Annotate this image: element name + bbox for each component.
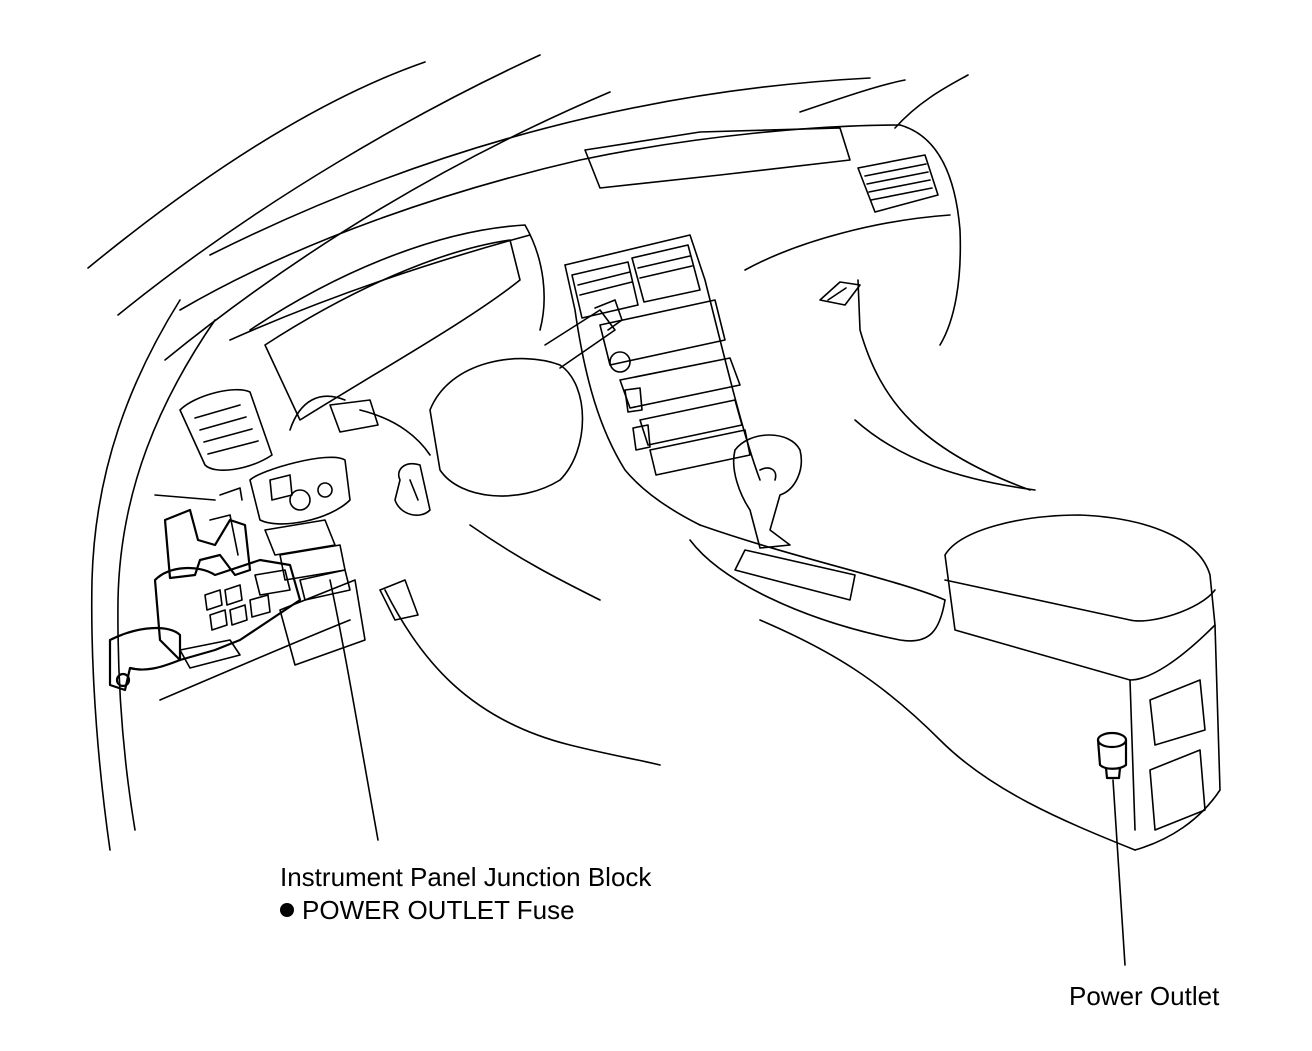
shifter-console — [689, 434, 946, 642]
power-outlet-socket — [1096, 731, 1128, 780]
fuse-label-row: POWER OUTLET Fuse — [280, 897, 575, 923]
bullet-dot-icon — [280, 903, 294, 917]
leader-lines — [329, 579, 1126, 966]
right-air-vent — [857, 154, 939, 213]
leader-junction-block — [329, 579, 379, 841]
junction-block-label: Instrument Panel Junction Block — [280, 862, 652, 892]
junction-block — [108, 487, 351, 692]
floor-lines — [159, 419, 1036, 766]
left-air-vent — [179, 388, 273, 471]
glovebox — [744, 214, 1031, 491]
dashboard-top — [179, 124, 962, 346]
center-stack — [564, 234, 761, 526]
armrest — [759, 514, 1221, 851]
leader-power-outlet — [1112, 779, 1126, 966]
fuse-label: POWER OUTLET Fuse — [302, 895, 575, 925]
lower-dash-pedals — [249, 456, 419, 666]
instrument-cluster — [249, 224, 545, 431]
power-outlet-label: Power Outlet — [1069, 981, 1220, 1011]
windshield-lines — [87, 54, 969, 361]
a-pillar — [90, 299, 216, 851]
